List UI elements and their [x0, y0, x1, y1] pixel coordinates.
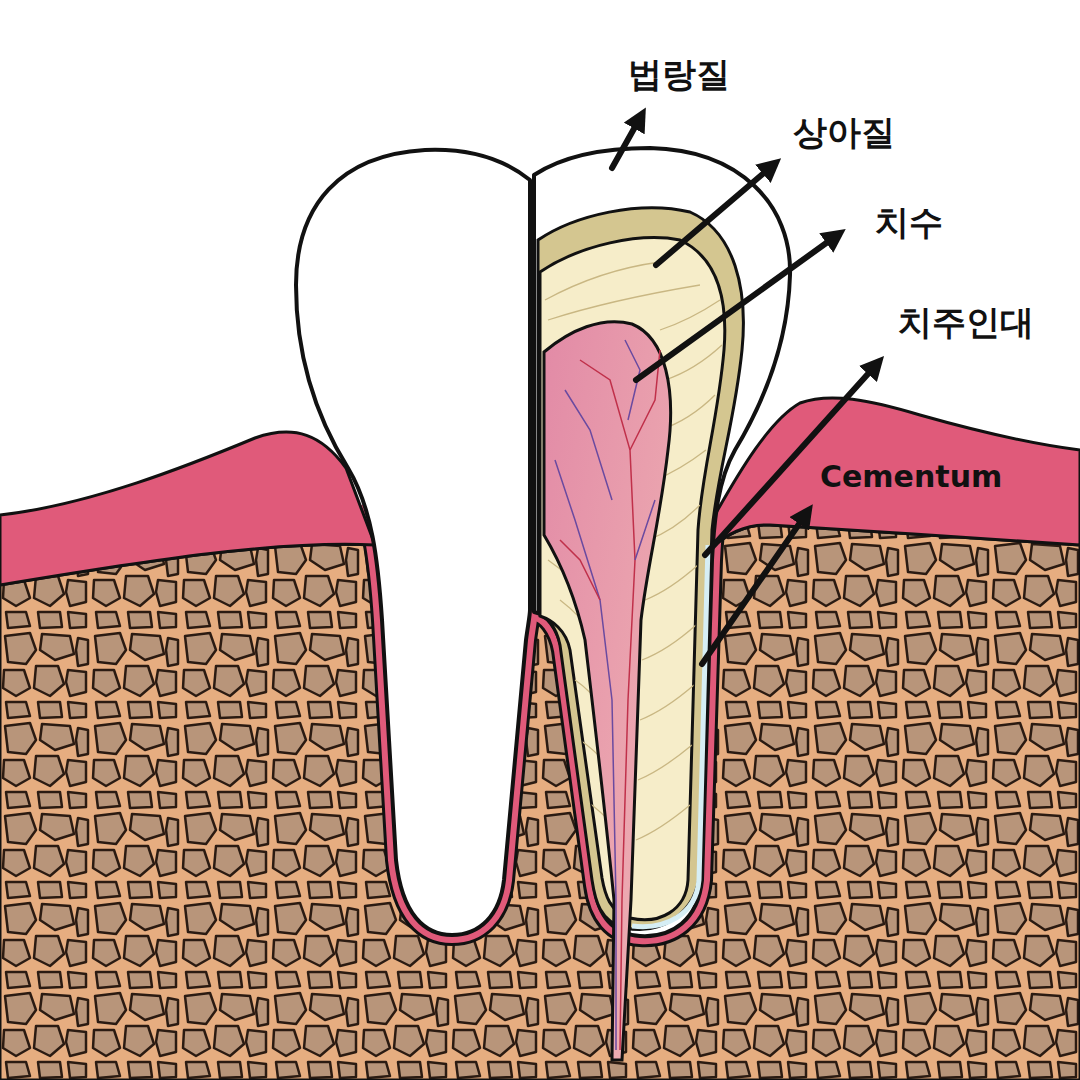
part-label: Cementum — [820, 460, 1002, 493]
part-label: 상아질 — [793, 114, 895, 151]
leader-arrows — [612, 118, 876, 664]
part-label: 법랑질 — [628, 56, 730, 93]
part-label: 치주인대 — [898, 304, 1034, 341]
part-label: 치수 — [875, 204, 943, 241]
